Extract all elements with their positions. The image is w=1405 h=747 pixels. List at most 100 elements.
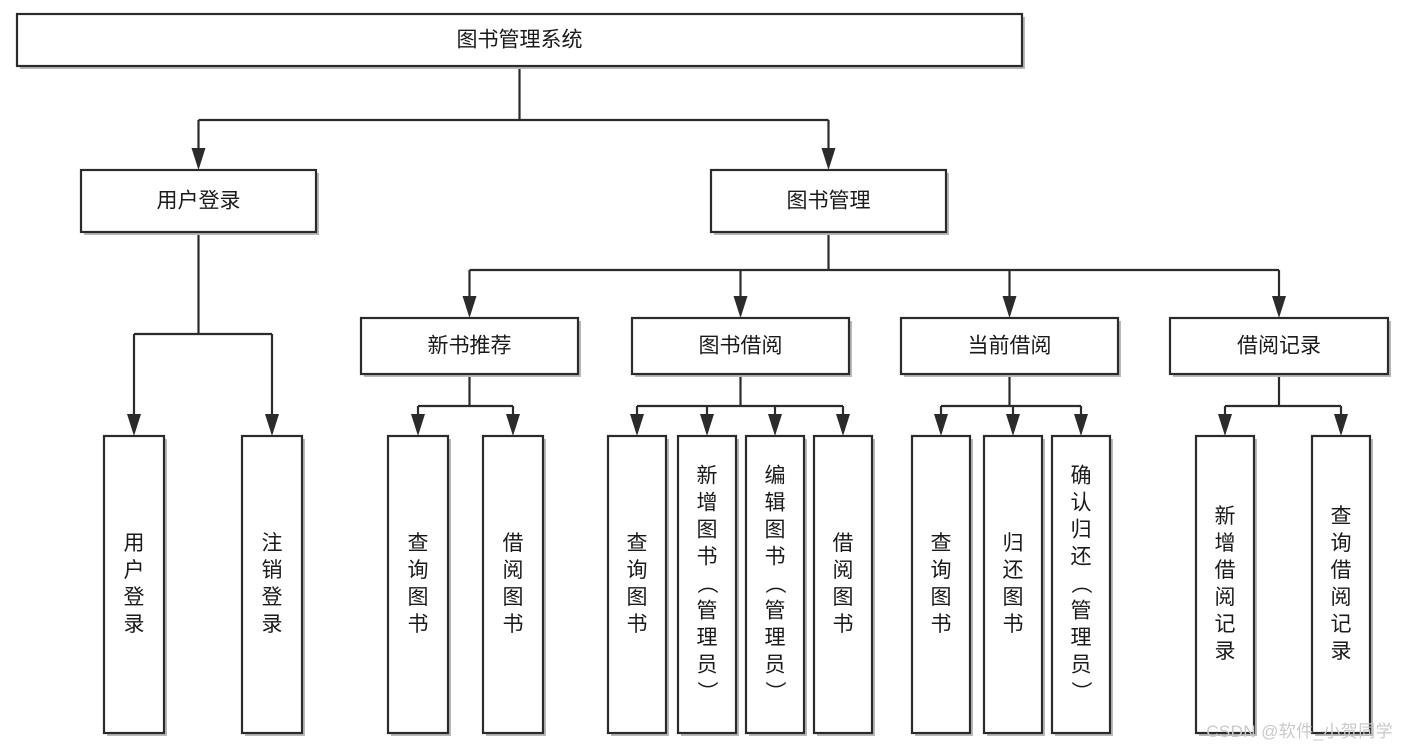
node-box[interactable] xyxy=(1310,434,1372,735)
node-box[interactable] xyxy=(1168,316,1390,376)
node-borrow-record[interactable]: 借阅记录 xyxy=(1168,316,1391,377)
node-label-char: 图 xyxy=(1003,586,1024,609)
node-label-char: 确 xyxy=(1071,465,1092,488)
node-label-char: 图 xyxy=(408,586,429,609)
node-label-char: 借 xyxy=(503,532,524,555)
node-label-char: 还 xyxy=(1003,559,1024,582)
node-label-char: ） xyxy=(1069,681,1092,702)
node-label-char: 图 xyxy=(697,519,718,542)
node-label-char: 新 xyxy=(697,465,718,488)
node-label-char: 用 xyxy=(124,532,145,555)
node-book-manage[interactable]: 图书管理 xyxy=(709,168,949,235)
node-label-char: 记 xyxy=(1215,613,1236,636)
node-book-borrow[interactable]: 图书借阅 xyxy=(630,316,852,377)
node-label-char: （ xyxy=(763,573,786,594)
node-label-char: 询 xyxy=(931,559,952,582)
arrow-head-icon xyxy=(836,414,850,436)
node-box[interactable] xyxy=(15,12,1024,68)
node-box[interactable] xyxy=(899,316,1120,376)
node-label: 新书推荐 xyxy=(428,335,512,358)
node-box[interactable] xyxy=(606,434,668,735)
node-new-book-rec[interactable]: 新书推荐 xyxy=(359,316,581,377)
node-box[interactable] xyxy=(709,168,948,234)
node-label-char: 增 xyxy=(1215,532,1236,555)
node-box[interactable] xyxy=(481,434,545,735)
node-box[interactable] xyxy=(982,434,1044,735)
edge-group-user-login xyxy=(127,232,279,436)
arrow-head-icon xyxy=(1334,414,1348,436)
node-label-char: 图 xyxy=(765,519,786,542)
node-label-char: 借 xyxy=(1331,559,1352,582)
node-box[interactable] xyxy=(102,434,166,735)
node-label-char: 增 xyxy=(697,492,718,515)
node-box[interactable] xyxy=(812,434,874,735)
node-label-char: 书 xyxy=(931,613,952,636)
arrow-head-icon xyxy=(1002,296,1017,318)
arrow-head-icon xyxy=(1006,414,1020,436)
node-box[interactable] xyxy=(1194,434,1256,735)
node-label: 用户登录 xyxy=(157,190,241,213)
node-label-char: 书 xyxy=(765,546,786,569)
node-root[interactable]: 图书管理系统 xyxy=(15,12,1025,69)
arrow-head-icon xyxy=(768,414,782,436)
node-leaf-user-login[interactable]: 用户登录 xyxy=(102,434,167,736)
node-label-char: 书 xyxy=(833,613,854,636)
nodes-layer: 图书管理系统用户登录图书管理新书推荐图书借阅当前借阅借阅记录用户登录注销登录查询… xyxy=(15,12,1391,736)
node-box[interactable] xyxy=(359,316,580,376)
node-label-char: 辑 xyxy=(765,492,786,515)
node-label-char: （ xyxy=(695,573,718,594)
node-box[interactable] xyxy=(240,434,304,735)
node-label-char: 登 xyxy=(262,586,283,609)
node-label: 图书管理系统 xyxy=(457,29,583,52)
node-box[interactable] xyxy=(744,434,806,735)
node-label-char: 询 xyxy=(627,559,648,582)
node-box[interactable] xyxy=(676,434,738,735)
node-label: 图书借阅 xyxy=(699,335,783,358)
arrow-head-icon xyxy=(1272,296,1286,318)
node-label-char: 还 xyxy=(1071,546,1092,569)
node-label-char: 认 xyxy=(1071,492,1092,515)
arrow-head-icon xyxy=(733,296,748,318)
node-current-borrow[interactable]: 当前借阅 xyxy=(899,316,1121,377)
node-label-char: 归 xyxy=(1003,532,1024,555)
node-label-char: 查 xyxy=(627,532,648,555)
node-label-char: 户 xyxy=(124,559,145,582)
node-box[interactable] xyxy=(386,434,450,735)
node-label-char: 查 xyxy=(1331,505,1352,528)
node-box[interactable] xyxy=(910,434,972,735)
node-box[interactable] xyxy=(1050,434,1112,735)
arrow-head-icon xyxy=(265,414,279,436)
node-label: 借阅记录 xyxy=(1237,335,1321,358)
edges-layer xyxy=(127,66,1348,436)
node-label-char: 图 xyxy=(833,586,854,609)
node-label-char: 销 xyxy=(262,559,283,582)
arrow-head-icon xyxy=(462,296,477,318)
node-box[interactable] xyxy=(630,316,851,376)
node-label-char: 录 xyxy=(262,613,283,636)
node-label-char: ） xyxy=(695,681,718,702)
node-label-char: 图 xyxy=(931,586,952,609)
arrow-head-icon xyxy=(411,414,425,436)
edge-group-borrow-record xyxy=(1218,374,1348,436)
node-label-char: 阅 xyxy=(1331,586,1352,609)
node-box[interactable] xyxy=(79,168,318,234)
node-label-char: 理 xyxy=(1071,627,1092,650)
edge-group-book-manage xyxy=(462,232,1286,318)
node-label-char: 询 xyxy=(408,559,429,582)
node-label-char: 理 xyxy=(765,627,786,650)
node-label-char: 阅 xyxy=(1215,586,1236,609)
node-user-login[interactable]: 用户登录 xyxy=(79,168,319,235)
